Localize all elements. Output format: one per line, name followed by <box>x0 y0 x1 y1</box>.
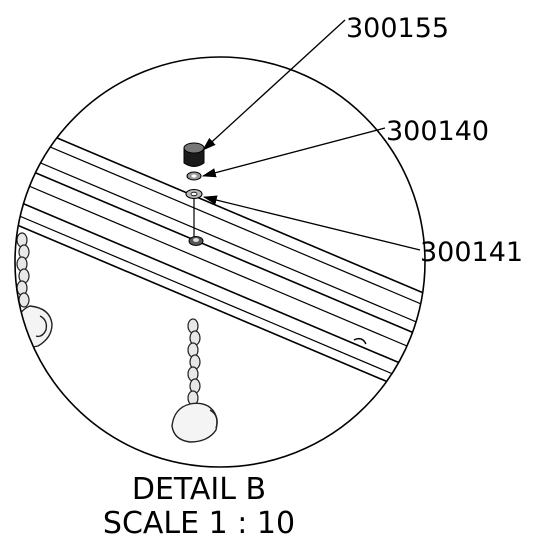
lock-washer <box>186 171 202 181</box>
leader-300140 <box>201 127 386 178</box>
detail-circle <box>14 56 426 468</box>
callout-label-300155: 300155 <box>346 13 449 44</box>
cap-nut <box>183 142 205 167</box>
leader-lines <box>201 19 421 251</box>
detail-scale: SCALE 1 : 10 <box>103 506 295 538</box>
hook-middle <box>171 402 218 443</box>
chain-middle <box>187 318 201 406</box>
rail-insert <box>188 236 204 246</box>
detail-view <box>14 56 426 468</box>
detail-title: DETAIL B <box>132 472 266 507</box>
rail-profile <box>15 117 425 405</box>
washer <box>185 188 203 200</box>
leader-300155 <box>202 19 346 151</box>
chain-left <box>16 232 30 308</box>
hook-left <box>15 305 53 348</box>
callout-label-300140: 300140 <box>386 116 489 147</box>
callout-label-300141: 300141 <box>420 237 523 268</box>
leader-300141 <box>202 195 421 251</box>
